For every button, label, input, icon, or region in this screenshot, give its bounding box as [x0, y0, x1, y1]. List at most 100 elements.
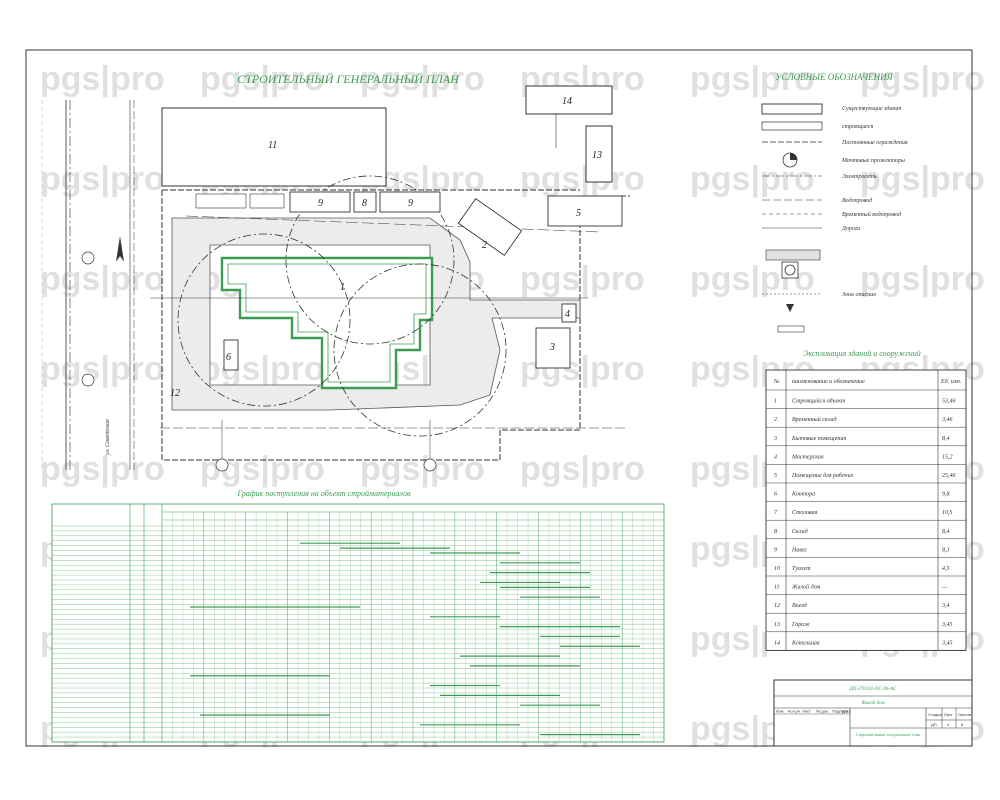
explication-name: Котельная — [791, 640, 820, 646]
stamp-label: Стадия — [928, 712, 942, 717]
legend-title: УСЛОВНЫЕ ОБОЗНАЧЕНИЯ — [775, 72, 893, 82]
explication-name: Бытовые помещения — [791, 436, 846, 442]
explication-title: Экспликация зданий и сооружений — [803, 349, 920, 358]
explication-value: — — [941, 585, 948, 591]
explication-name: Склад — [792, 528, 808, 535]
explication-header: № — [773, 379, 780, 385]
explication-name: Строящийся объект — [792, 398, 846, 405]
building-11-label: 11 — [268, 140, 277, 151]
explication-name: Столовая — [792, 510, 818, 516]
explication-num: 3 — [773, 436, 777, 442]
watermark-text: pgs|pro — [360, 60, 485, 98]
building-5 — [547, 195, 623, 227]
explication-name: Въезд — [792, 602, 807, 609]
stamp-col-label: Лист — [802, 709, 811, 714]
watermark-text: pgs|pro — [40, 350, 165, 388]
sheet-frame — [25, 49, 973, 747]
temporary-road — [171, 217, 581, 411]
building-2 — [457, 198, 523, 256]
explication-num: 13 — [774, 622, 780, 628]
building-9a-label: 9 — [318, 198, 323, 209]
explication-name: Временный склад — [792, 416, 837, 423]
watermark-text: pgs|pro — [200, 60, 325, 98]
explication-name: Жилой дом — [791, 584, 820, 591]
watermark-text: pgs|pro — [520, 160, 645, 198]
watermark-text: pgs|pro — [860, 160, 985, 198]
explication-name: Помещение для рабочих — [791, 472, 854, 479]
explication-num: 12 — [774, 603, 780, 609]
building-9b — [379, 191, 441, 213]
legend — [761, 103, 823, 333]
building-6-label: 6 — [226, 352, 231, 363]
explication-num: 2 — [774, 417, 777, 423]
building-inner-outline — [227, 263, 427, 383]
stamp-label: Листов — [958, 712, 971, 717]
legend-labels: Существующие зданиястроящиесяПостоянные … — [841, 105, 908, 298]
stamp-col-label: Подпись — [832, 709, 848, 714]
stamp-col-label: Изм. — [776, 709, 785, 714]
storage-area-a — [195, 193, 247, 209]
explication-name: Мастерская — [791, 454, 824, 460]
axis-lines — [150, 215, 625, 465]
watermark-text: pgs|pro — [860, 60, 985, 98]
explication-value: 3,4 — [941, 602, 950, 609]
watermark-text: pgs|pro — [690, 60, 815, 98]
legend-item-label: Водопровод — [842, 197, 872, 204]
building-3 — [535, 327, 571, 369]
explication-value: 3,45 — [941, 639, 953, 646]
legend-item-label: Мачтовые прожекторы — [841, 158, 905, 164]
explication-value: 8,4 — [942, 435, 950, 442]
explication-num: 11 — [774, 585, 780, 591]
explication-header: Ед. изм. — [940, 378, 961, 385]
stamp-code: ДП-270102-ОС-06-АС — [849, 687, 897, 692]
explication-value: 4,5 — [942, 565, 950, 572]
stamp-sheet-title: Строительный генеральный план — [856, 732, 922, 737]
watermark-text: pgs|pro — [40, 260, 165, 298]
building-9a — [289, 191, 351, 213]
watermark-text: pgs|pro — [40, 160, 165, 198]
building-2-label: 2 — [482, 240, 487, 251]
gate-12-label: 12 — [170, 388, 180, 399]
explication-name: Контора — [791, 492, 815, 498]
building-3-label: 3 — [549, 342, 555, 353]
storage-area-b — [249, 193, 285, 209]
explication-header: наименование и обозначение — [792, 378, 865, 385]
explication-name: Навес — [791, 547, 808, 553]
crane-danger-zones — [177, 175, 507, 437]
watermark-text: pgs|pro — [520, 450, 645, 488]
building-14-label: 14 — [562, 96, 572, 107]
street-label: ул. Советская — [105, 419, 111, 456]
watermark-text: pgs|pro — [690, 160, 815, 198]
explication-num: 5 — [774, 473, 777, 479]
building-5-label: 5 — [576, 208, 581, 219]
building-14 — [525, 85, 613, 115]
building-13 — [585, 125, 613, 183]
axis-markers — [81, 251, 437, 472]
stamp-label: Лист — [944, 712, 953, 717]
watermark-text: pgs|pro — [360, 450, 485, 488]
building-6 — [223, 339, 239, 371]
explication-num: 6 — [774, 492, 777, 498]
stamp-value: 4 — [947, 722, 950, 727]
title-block — [773, 679, 973, 747]
building-4-label: 4 — [565, 309, 570, 320]
building-13-label: 13 — [592, 150, 602, 161]
watermark-text: pgs|pro — [520, 260, 645, 298]
explication-num: 7 — [774, 510, 778, 516]
explication-value: 15,2 — [942, 454, 953, 460]
watermark-text: pgs|pro — [40, 60, 165, 98]
explication-num: 8 — [774, 529, 777, 535]
explication-value: 10,5 — [942, 510, 953, 516]
building-4 — [561, 303, 577, 323]
building-8 — [353, 191, 377, 213]
stamp-value: ДП — [931, 722, 937, 727]
explication-num: 4 — [774, 453, 777, 460]
stamp-col-label: Дата — [842, 709, 852, 714]
explication-value: 8,4 — [942, 528, 950, 535]
building-9b-label: 9 — [408, 198, 413, 209]
building-11 — [161, 107, 387, 187]
watermark-text: pgs|pro — [860, 260, 985, 298]
